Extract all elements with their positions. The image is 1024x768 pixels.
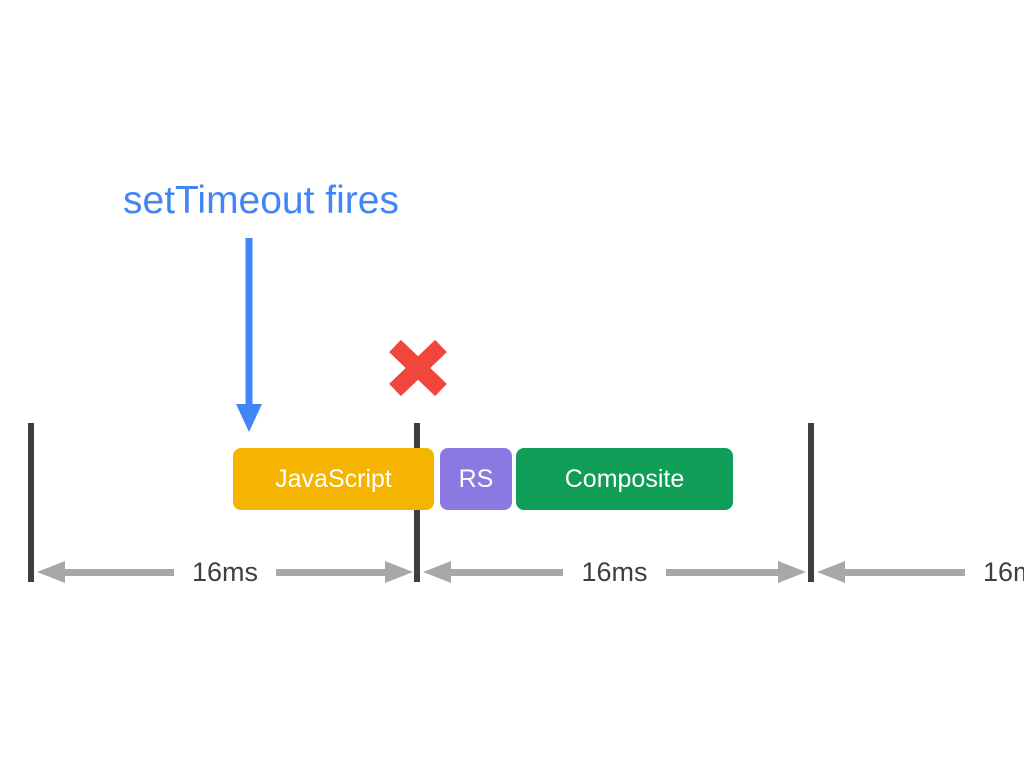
task-render-surface-box: RS (440, 448, 512, 510)
arrowhead-left-icon (37, 561, 65, 583)
arrowhead-right-icon (385, 561, 413, 583)
arrowhead-right-icon (778, 561, 806, 583)
arrowhead-left-icon (817, 561, 845, 583)
measure-line (65, 568, 174, 576)
task-composite-box: Composite (516, 448, 733, 510)
measure-line (665, 568, 778, 576)
frame-duration-label-1: 16ms (191, 556, 259, 587)
down-arrow-icon (236, 238, 262, 432)
frame-duration-label-2: 16ms (581, 556, 648, 587)
frame-duration-label-3: 16ms (983, 556, 1024, 587)
settimeout-fires-label: setTimeout fires (123, 179, 399, 222)
frame-boundary-tick-1 (28, 423, 34, 582)
measure-line (451, 568, 564, 576)
frame-duration-measure-1: 16ms (37, 555, 413, 589)
frame-duration-measure-2: 16ms (423, 555, 806, 589)
frame-duration-measure-3: 16ms (817, 555, 1024, 589)
task-javascript-box: JavaScript (233, 448, 434, 510)
frame-boundary-tick-3 (808, 423, 814, 582)
measure-line (276, 568, 385, 576)
measure-line (845, 568, 965, 576)
dropped-frame-x-icon (389, 339, 447, 397)
arrowhead-left-icon (423, 561, 451, 583)
